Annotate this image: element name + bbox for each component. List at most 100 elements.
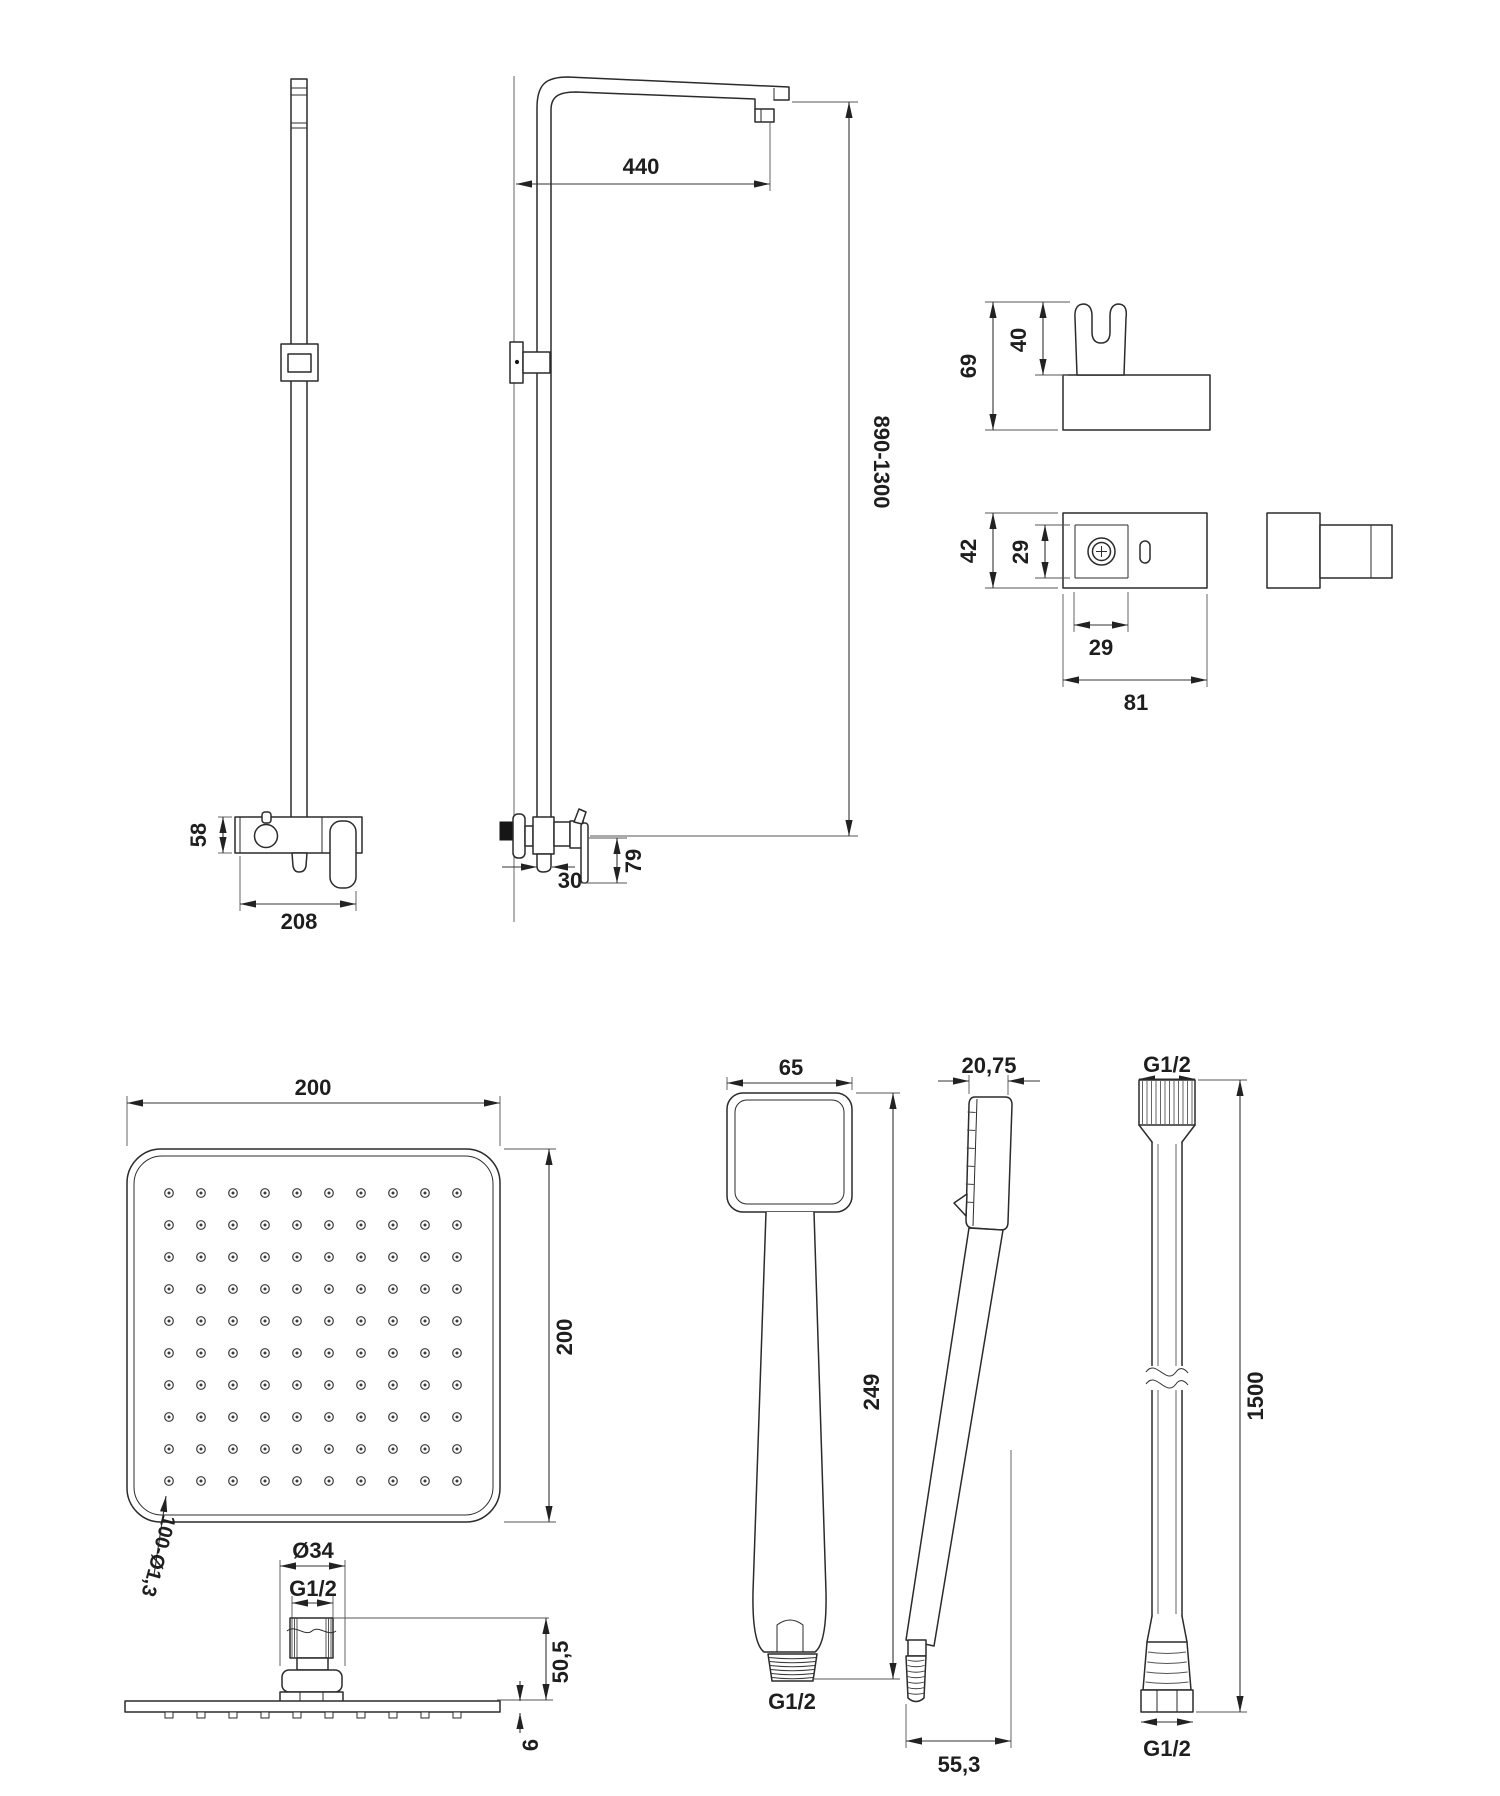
dim-label-boss-height: 29 — [1008, 540, 1033, 564]
dim-40: 40 — [1006, 302, 1068, 376]
dim-1500: 1500 — [1196, 1079, 1268, 1713]
holder-side-view — [1266, 512, 1393, 589]
outlet-stem-side — [907, 1639, 927, 1657]
spray-face-ticks — [965, 1111, 976, 1203]
nozzle-grid — [164, 1188, 462, 1486]
dim-55-3: 55,3 — [905, 1450, 1012, 1777]
mixer-front — [234, 811, 363, 889]
dim-label-hand-depth: 20,75 — [961, 1053, 1016, 1078]
cone-lines — [1145, 1651, 1189, 1684]
dim-42: 42 — [956, 512, 1058, 589]
wall-bracket-side — [509, 341, 551, 384]
hand-shower-side-view: 20,75 55,3 — [905, 1053, 1040, 1777]
knurl-lines — [1142, 1081, 1193, 1124]
holder-plan-view: 42 29 29 81 — [956, 512, 1208, 715]
dim-label-boss-width: 29 — [1089, 635, 1113, 660]
dim-58: 58 — [186, 816, 232, 854]
dim-200-width: 200 — [126, 1075, 501, 1146]
hose-view: G1/2 G1/2 15 — [1138, 1052, 1268, 1761]
head-plate-side — [124, 1700, 501, 1719]
hose-tube — [1145, 1141, 1189, 1617]
head-side-view: Ø34 G1/2 50,5 — [124, 1538, 573, 1751]
dim-249: 249 — [812, 1092, 900, 1680]
dim-label-bottom-offset: 55,3 — [938, 1752, 981, 1777]
diverter-pin — [261, 811, 272, 824]
rail-slider — [280, 343, 319, 382]
dim-label-mixer-height: 58 — [186, 823, 211, 847]
screw-head — [1091, 541, 1112, 562]
dim-o34: Ø34 — [279, 1538, 346, 1666]
spout-side — [536, 853, 552, 873]
dim-label-spout-depth: 30 — [558, 868, 582, 893]
dim-label-holder-depth: 42 — [956, 539, 981, 563]
dim-label-collar: Ø34 — [292, 1538, 334, 1563]
dim-label-head-height: 200 — [552, 1319, 577, 1356]
stem-boss — [776, 1619, 804, 1652]
dim-label-mixer-width: 208 — [281, 909, 318, 934]
hose-end-fitting — [1140, 1615, 1194, 1713]
dim-g12-head: G1/2 — [289, 1576, 337, 1622]
hose-break-line — [1145, 1367, 1189, 1377]
dim-label-holder-width: 81 — [1124, 690, 1148, 715]
hand-head — [726, 1092, 853, 1213]
outlet-thread-side — [905, 1655, 927, 1703]
thread-ridges — [768, 1657, 817, 1680]
dim-81: 81 — [1062, 594, 1208, 715]
dim-79: 79 — [578, 837, 646, 884]
dim-208: 208 — [239, 856, 357, 934]
thread-ridges-side — [907, 1659, 925, 1695]
riser-and-arm — [536, 76, 790, 846]
dim-label-nozzles: 100-Ø1,3 — [137, 1513, 180, 1599]
screw-boss — [1087, 537, 1116, 566]
head-top-view: 200 200 100-Ø1,3 — [126, 1075, 577, 1599]
hose-break-line-2 — [1145, 1379, 1189, 1389]
thread-hatch — [291, 1618, 332, 1658]
dim-label-connector-height: 50,5 — [548, 1641, 573, 1684]
hand-handle — [752, 1211, 827, 1653]
dim-label-hand-width: 65 — [779, 1055, 803, 1080]
column-side-view: 440 890-1300 30 79 — [499, 76, 894, 922]
slide-rail — [290, 78, 308, 819]
clip-tab — [953, 1193, 968, 1217]
column-front-view: 58 208 — [186, 78, 363, 934]
hand-handle-side — [905, 1227, 1004, 1647]
holder-base — [1062, 374, 1211, 431]
holder-clip — [1074, 303, 1128, 376]
head-connector — [754, 108, 775, 123]
dim-200-height: 200 — [504, 1148, 577, 1523]
dim-65: 65 — [726, 1055, 853, 1090]
dim-label-holder-height: 69 — [956, 354, 981, 378]
dim-label-plate-thickness: 6 — [518, 1739, 543, 1751]
dim-label-height-range: 890-1300 — [869, 416, 894, 509]
dim-label-outlet-height: 79 — [621, 849, 646, 873]
dim-30: 30 — [502, 863, 582, 893]
dim-label-head-width: 200 — [295, 1075, 332, 1100]
label-hose-thread-bottom: G1/2 — [1143, 1736, 1191, 1761]
dim-890-1300: 890-1300 — [590, 101, 894, 837]
lever-side — [573, 808, 587, 825]
holder-front-view: 69 40 — [956, 301, 1211, 431]
hose-top-nut — [1138, 1079, 1196, 1143]
label-hose-thread-top: G1/2 — [1143, 1052, 1191, 1077]
dim-6: 6 — [516, 1681, 543, 1751]
dim-label-arm-reach: 440 — [623, 154, 660, 179]
ball-joint-connector — [279, 1617, 344, 1709]
nozzle-tabs — [164, 1711, 462, 1719]
mixer-spout — [291, 852, 308, 873]
dim-29-vertical: 29 — [1008, 524, 1070, 579]
mixer-handle — [329, 820, 357, 889]
hand-head-side — [965, 1096, 1013, 1231]
dim-label-hand-length: 249 — [859, 1374, 884, 1411]
dim-label-clip-height: 40 — [1006, 328, 1031, 352]
dim-69: 69 — [956, 301, 1070, 431]
dim-label-hose-length: 1500 — [1243, 1372, 1268, 1421]
label-hand-thread: G1/2 — [768, 1689, 816, 1714]
dim-label-head-thread: G1/2 — [289, 1576, 337, 1601]
dim-50-5: 50,5 — [497, 1618, 573, 1701]
dim-20-75: 20,75 — [938, 1053, 1040, 1095]
hand-shower-front-view: 65 249 G1/2 — [726, 1055, 900, 1714]
break-line — [286, 1628, 337, 1634]
slot — [1139, 540, 1151, 564]
